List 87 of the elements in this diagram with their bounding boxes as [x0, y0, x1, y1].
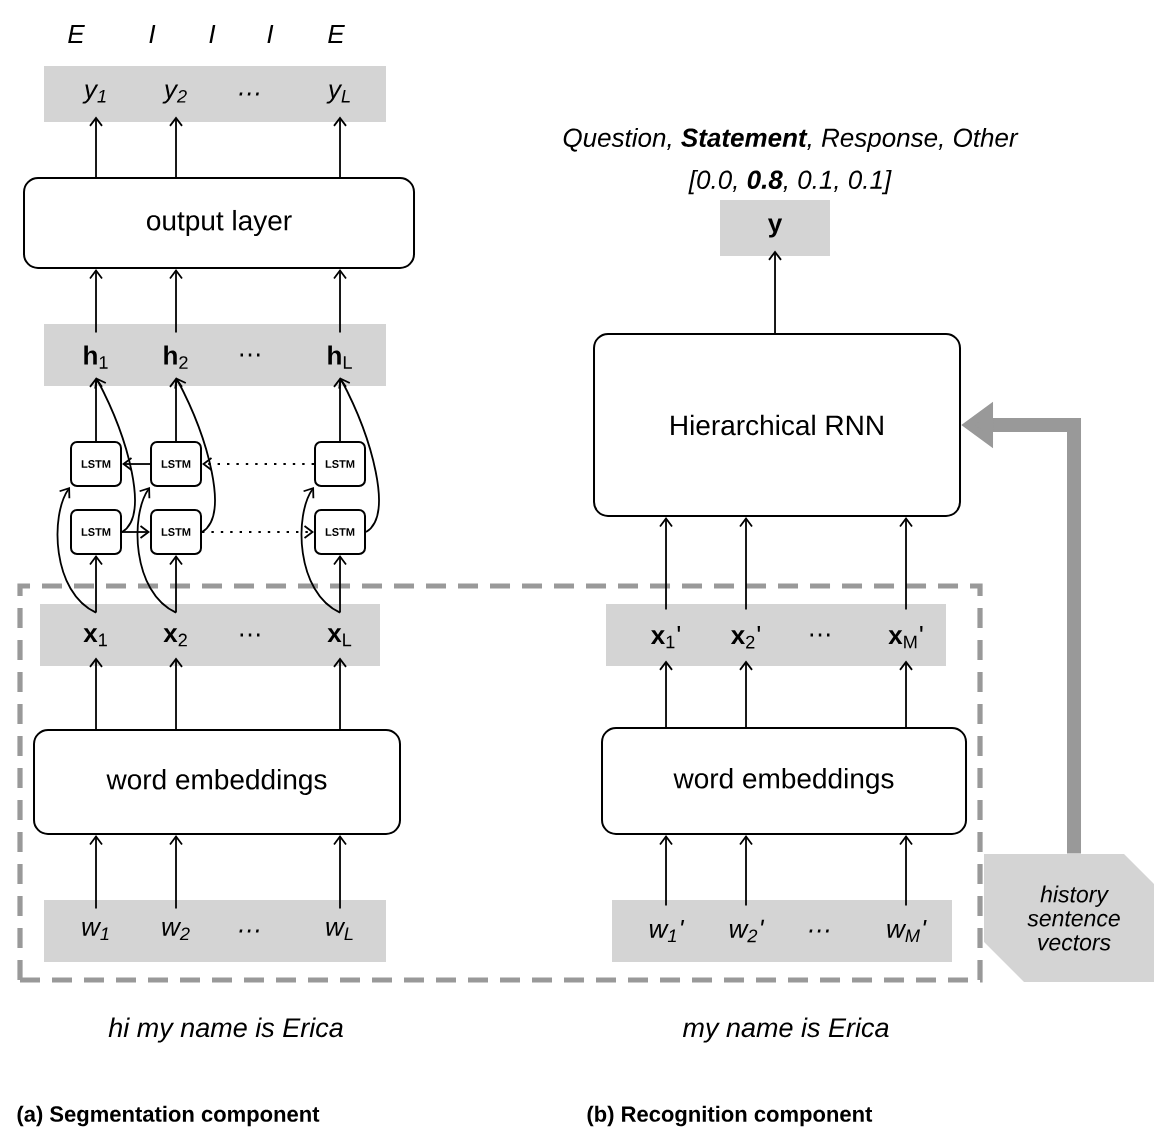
output-tag: I	[149, 25, 156, 43]
class-names: Question, Statement, Response, Other	[563, 127, 1019, 153]
arrow	[333, 657, 347, 730]
vector-label: …	[810, 633, 830, 637]
arrow	[169, 555, 183, 614]
vector-label: w$_{2}$	[162, 921, 190, 941]
vector-label: h$_{1}$	[84, 345, 108, 369]
vector-label: y$_{1}$	[82, 84, 106, 104]
curved-arrow	[300, 487, 341, 614]
arrow	[169, 835, 183, 910]
vector-label: x$_{M}$'	[888, 626, 923, 649]
arrow	[739, 660, 753, 728]
vector-label: x$_{2}$	[163, 628, 187, 647]
history-box: history sentence vectors	[984, 854, 1154, 982]
vector-band	[40, 604, 380, 666]
vector-label: …	[809, 929, 829, 933]
input-sentence: my name is Erica	[682, 1017, 889, 1043]
arrow	[333, 116, 347, 178]
output-tag: E	[68, 25, 85, 43]
vector-band	[720, 200, 830, 256]
arrow	[169, 269, 183, 334]
vector-label: w$_{2}$'	[729, 919, 765, 943]
arrow	[89, 657, 103, 730]
layer-box: output layer	[23, 177, 415, 269]
arrow	[122, 457, 151, 471]
curved-arrow	[136, 487, 177, 614]
arrow	[333, 269, 347, 334]
vector-label: x$_{1}$'	[650, 626, 680, 649]
vector-band	[44, 66, 386, 122]
panel-caption: (b) Recognition component	[587, 1105, 873, 1127]
dotted-arrow	[201, 525, 314, 539]
arrow	[659, 517, 673, 611]
vector-label: y$_{L}$	[326, 84, 350, 104]
vector-label: y	[767, 218, 783, 238]
arrow	[169, 116, 183, 178]
vector-label: …	[239, 92, 259, 96]
arrow	[89, 835, 103, 910]
arrow	[89, 269, 103, 334]
arrow	[768, 250, 782, 334]
panel-caption: (a) Segmentation component	[17, 1105, 320, 1127]
arrow	[89, 377, 103, 442]
vector-label: y$_{2}$	[162, 84, 187, 104]
output-tag: I	[209, 25, 216, 43]
output-tag: I	[267, 25, 274, 43]
vector-band	[612, 900, 952, 962]
arrow	[899, 517, 913, 611]
vector-label: …	[239, 929, 259, 933]
layer-box: word embeddings	[33, 729, 401, 835]
vector-label: h$_{2}$	[164, 345, 188, 369]
arrow	[333, 835, 347, 910]
vector-band	[44, 324, 386, 386]
vector-band	[606, 604, 946, 666]
vector-label: h$_{L}$	[328, 345, 352, 369]
arrow	[169, 657, 183, 730]
probability-values: [0.0, 0.8, 0.1, 0.1]	[688, 169, 892, 195]
arrow	[169, 377, 183, 442]
dashed-frame	[17, 583, 983, 983]
vector-label: w$_{1}$	[82, 922, 109, 940]
vector-label: x$_{2}$'	[730, 626, 760, 649]
arrow	[89, 555, 103, 614]
arrow	[739, 835, 753, 907]
arrow	[899, 835, 913, 907]
curved-arrow	[56, 487, 97, 614]
arrow	[333, 555, 347, 614]
input-sentence: hi my name is Erica	[108, 1017, 343, 1043]
arrow	[659, 660, 673, 728]
arrow	[739, 517, 753, 611]
arrow	[659, 835, 673, 907]
output-tag: E	[328, 25, 345, 43]
layer-box: Hierarchical RNN	[593, 333, 961, 517]
arrow	[899, 660, 913, 728]
dotted-arrow	[202, 457, 315, 471]
vector-label: …	[240, 633, 260, 637]
arrow	[121, 525, 150, 539]
vector-label: w$_{M}$'	[887, 919, 927, 943]
vector-label: …	[240, 353, 260, 357]
arrow	[333, 377, 347, 442]
curved-arrow	[174, 377, 216, 533]
vector-label: w$_{L}$	[326, 922, 353, 940]
curved-arrow	[94, 377, 136, 533]
vector-label: x$_{L}$	[327, 628, 352, 647]
layer-box: word embeddings	[601, 727, 967, 835]
arrow	[89, 116, 103, 178]
vector-label: w$_{1}$'	[649, 919, 685, 943]
curved-arrow	[338, 377, 380, 533]
vector-label: x$_{1}$	[83, 628, 107, 647]
vector-band	[44, 900, 386, 962]
